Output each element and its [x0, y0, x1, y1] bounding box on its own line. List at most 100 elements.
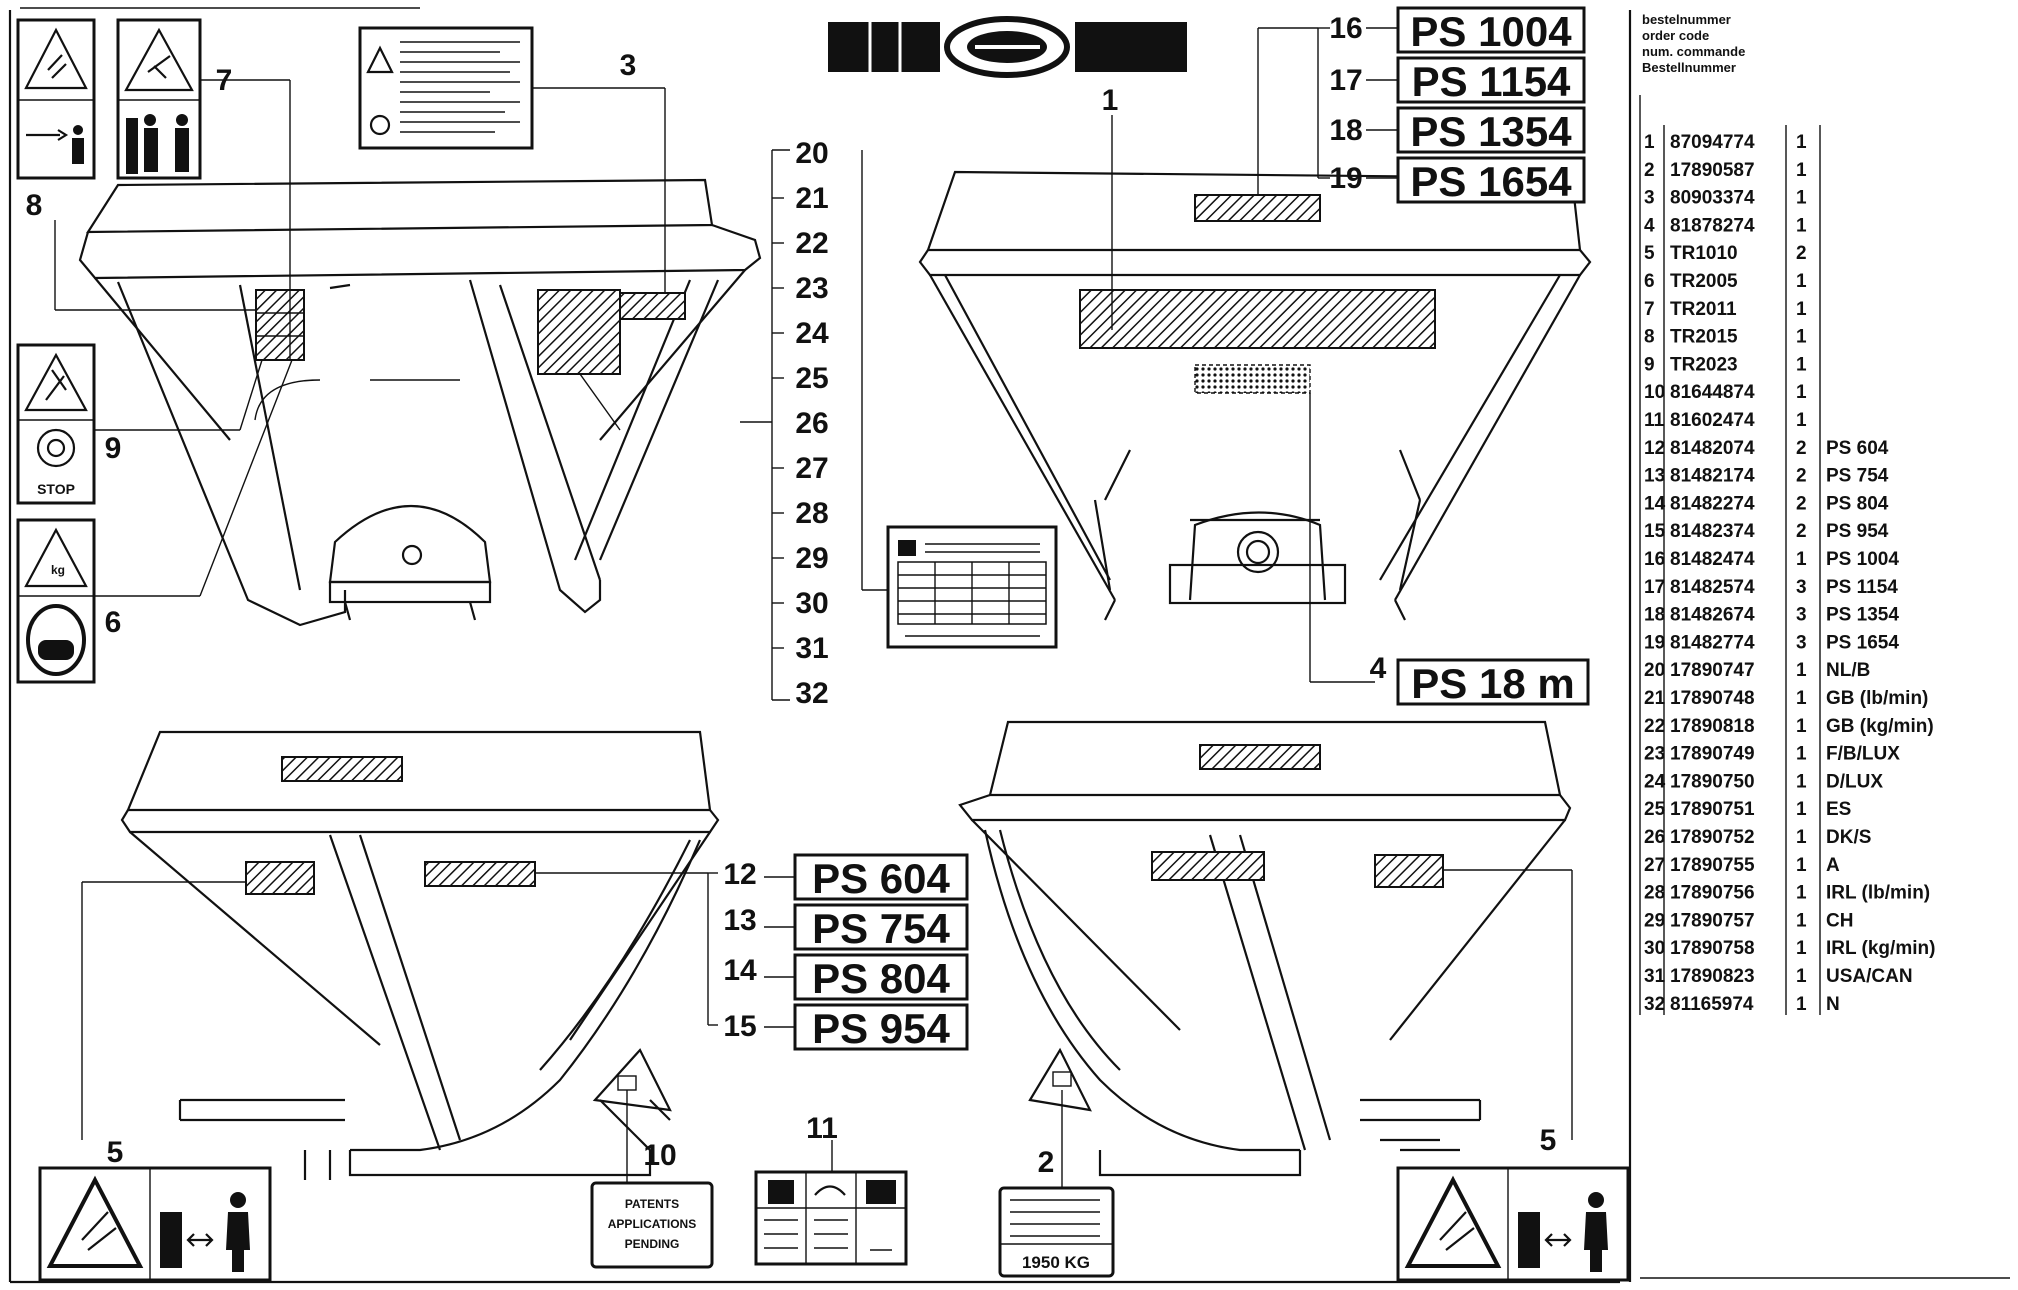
callout-25: 25: [795, 362, 828, 395]
callout-27: 27: [795, 452, 828, 485]
callout-2: 2: [1038, 1146, 1055, 1179]
hopper-top-right: [918, 170, 1592, 621]
table-cell-qty: 2: [1796, 493, 1807, 514]
label-connectors: [764, 27, 1398, 1028]
label-ps18m: PS 18 m: [1411, 660, 1574, 707]
label-ps1654: PS 1654: [1410, 158, 1572, 205]
table-cell-qty: 2: [1796, 438, 1807, 459]
table-cell-pos: 10: [1644, 382, 1665, 403]
table-cell-code: 80903374: [1670, 188, 1755, 209]
decal-warning-7: [116, 18, 202, 180]
table-cell-pos: 25: [1644, 799, 1666, 820]
table-cell-code: 17890758: [1670, 938, 1755, 959]
table-cell-pos: 23: [1644, 744, 1665, 765]
callout-20: 20: [795, 137, 828, 170]
table-cell-qty: 1: [1796, 994, 1807, 1015]
table-cell-qty: 1: [1796, 688, 1807, 709]
table-cell-qty: 1: [1796, 160, 1807, 181]
table-cell-qty: 2: [1796, 243, 1807, 264]
table-cell-code: 17890750: [1670, 771, 1755, 792]
callout-11: 11: [806, 1112, 838, 1145]
label-ps954: PS 954: [812, 1005, 950, 1052]
table-cell-pos: 29: [1644, 910, 1665, 931]
callout-14: 14: [723, 954, 757, 987]
table-cell-code: 81482374: [1670, 521, 1755, 542]
callout-32: 32: [795, 677, 828, 710]
table-cell-code: 81482674: [1670, 605, 1755, 626]
table-header-line-1: bestelnummer: [1642, 12, 1731, 27]
table-cell-code: 81644874: [1670, 382, 1755, 403]
table-cell-qty: 3: [1796, 577, 1807, 598]
table-cell-note: N: [1826, 994, 1840, 1015]
table-cell-code: TR2023: [1670, 354, 1738, 375]
table-cell-code: 81165974: [1670, 994, 1754, 1015]
table-cell-pos: 24: [1644, 771, 1666, 792]
callout-13: 13: [723, 904, 756, 937]
table-cell-qty: 1: [1796, 549, 1807, 570]
weight-plate-kg: 1950 KG: [1022, 1253, 1090, 1272]
patent-line-2: APPLICATIONS: [608, 1217, 696, 1231]
table-cell-qty: 3: [1796, 605, 1807, 626]
callout-23: 23: [795, 272, 828, 305]
hopper-bottom-right: [958, 720, 1572, 1177]
table-cell-code: 17890587: [1670, 160, 1755, 181]
table-cell-note: USA/CAN: [1826, 966, 1913, 987]
decal-instructions-3: [358, 26, 534, 150]
table-cell-pos: 21: [1644, 688, 1666, 709]
table-cell-note: CH: [1826, 910, 1853, 931]
callout-28: 28: [795, 497, 828, 530]
decal-warning-9: STOP: [16, 343, 96, 505]
table-cell-code: 17890751: [1670, 799, 1755, 820]
table-cell-code: 17890752: [1670, 827, 1755, 848]
table-cell-code: 17890747: [1670, 660, 1755, 681]
callout-1: 1: [1102, 84, 1119, 117]
table-cell-code: TR2011: [1670, 299, 1737, 320]
table-cell-note: IRL (lb/min): [1826, 883, 1930, 904]
table-cell-code: 81482474: [1670, 549, 1755, 570]
table-cell-code: 17890823: [1670, 966, 1755, 987]
table-cell-pos: 19: [1644, 632, 1665, 653]
model-labels: PS 1004 PS 1154 PS 1354 PS 1654 PS 604 P…: [793, 6, 1590, 1052]
callout-18: 18: [1329, 114, 1362, 147]
table-cell-qty: 2: [1796, 466, 1807, 487]
table-cell-pos: 32: [1644, 994, 1665, 1015]
table-cell-pos: 4: [1644, 215, 1655, 236]
callout-21: 21: [795, 182, 828, 215]
table-cell-pos: 22: [1644, 716, 1665, 737]
table-cell-pos: 17: [1644, 577, 1665, 598]
table-cell-qty: 1: [1796, 855, 1807, 876]
table-cell-code: 81602474: [1670, 410, 1755, 431]
table-cell-note: PS 954: [1826, 521, 1889, 542]
table-cell-qty: 2: [1796, 521, 1807, 542]
decal-patents-10: PATENTS APPLICATIONS PENDING: [590, 1181, 714, 1269]
callout-12: 12: [723, 858, 756, 891]
callout-9: 9: [105, 432, 122, 465]
table-cell-pos: 5: [1644, 243, 1655, 264]
callout-numbers: 1 2 3 4 5 5 6 7 8 9 10 11 12 13 14 15 16…: [26, 12, 1557, 1179]
table-cell-code: 81482774: [1670, 632, 1755, 653]
table-cell-qty: 1: [1796, 410, 1807, 431]
table-cell-pos: 28: [1644, 883, 1665, 904]
table-cell-note: ES: [1826, 799, 1851, 820]
table-cell-code: 81482174: [1670, 466, 1755, 487]
table-cell-note: PS 1654: [1826, 632, 1899, 653]
table-cell-code: 81482074: [1670, 438, 1755, 459]
table-cell-qty: 1: [1796, 382, 1807, 403]
table-cell-note: D/LUX: [1826, 771, 1883, 792]
table-cell-code: 81482574: [1670, 577, 1755, 598]
table-cell-pos: 6: [1644, 271, 1655, 292]
